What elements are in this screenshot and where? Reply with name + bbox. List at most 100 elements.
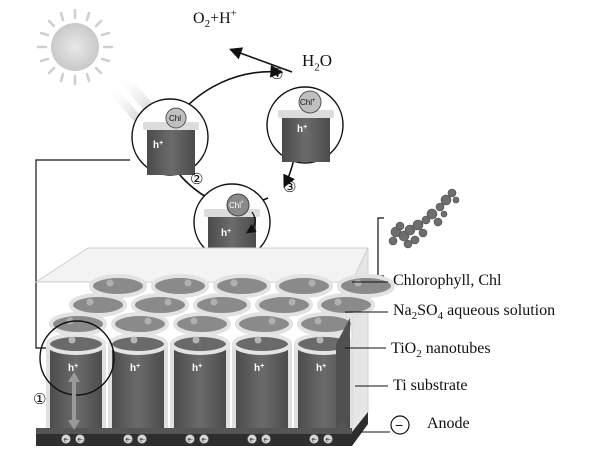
nanotube-wall [226, 344, 230, 430]
chl-star-label: Chl* [229, 201, 244, 210]
nanotube [235, 344, 289, 430]
chl-dot [308, 279, 316, 287]
chl-dot [190, 317, 198, 325]
electron-label: e- [140, 438, 145, 444]
nanotube-wall [46, 344, 50, 430]
chl-dot [334, 298, 342, 306]
charge-separation-arrow [68, 372, 80, 430]
electron [137, 434, 147, 444]
nanotube-opening [170, 333, 230, 355]
nanotube-back [49, 312, 107, 336]
nanotube-wall [294, 344, 298, 430]
electron [323, 434, 333, 444]
chl-dot [86, 298, 94, 306]
hole-label: h+ [68, 363, 78, 375]
nanotube-back [151, 274, 209, 298]
chl-dot [314, 317, 322, 325]
nanotube-back [131, 293, 189, 317]
chl-dot [288, 298, 296, 306]
nanotube-wall [232, 344, 236, 430]
leader-lines [345, 281, 390, 433]
electron-label: e- [78, 438, 83, 444]
nanotube-back [337, 274, 395, 298]
nanotube-side [336, 318, 350, 430]
nanotube-wall [102, 344, 106, 430]
chl-dot [354, 279, 362, 287]
electron-label: e- [126, 438, 131, 444]
electron-label: e- [264, 438, 269, 444]
anode-sign-icon: − [390, 415, 410, 435]
nanotube-back [235, 312, 293, 336]
highlight-circle [39, 320, 115, 396]
ti-substrate [36, 412, 368, 446]
hole-label: h+ [153, 140, 163, 152]
electron [261, 434, 271, 444]
product-label: O2+H+ [193, 7, 237, 31]
hole-label: h+ [316, 363, 326, 375]
chl-dot [68, 336, 76, 344]
electron [75, 434, 85, 444]
anode-label: Anode [427, 415, 470, 432]
electron [185, 434, 195, 444]
svg-text:−: − [395, 417, 403, 433]
hole-label: h+ [221, 228, 231, 240]
nanotube-back [193, 293, 251, 317]
chl-label: Chl [169, 114, 181, 123]
nanotube [111, 344, 165, 430]
chl-plus-label: Chl+ [300, 98, 316, 107]
nanotube-wall [170, 344, 174, 430]
step-4-marker: ④ [270, 66, 283, 83]
nanotube-wall [350, 344, 354, 430]
inset-chl: Chl h+ [131, 98, 209, 176]
nanotube-label: TiO2 nanotubes [391, 340, 491, 361]
electron [247, 434, 257, 444]
nanotube-back [111, 312, 169, 336]
chl-dot [254, 336, 262, 344]
electron-label: e- [312, 438, 317, 444]
nanotube-back [173, 312, 231, 336]
hole-label: h+ [297, 124, 307, 136]
hole-label: h+ [130, 363, 140, 375]
electron [309, 434, 319, 444]
hole-label: h+ [254, 363, 264, 375]
step-1-marker: ① [33, 391, 46, 408]
water-label: H2O [302, 51, 333, 74]
nanotube-back [317, 293, 375, 317]
inset-chl-plus: Chl+ h+ [266, 86, 344, 164]
electron [199, 434, 209, 444]
chl-dot [164, 298, 172, 306]
nanotube-opening [232, 333, 292, 355]
chl-dot [268, 317, 276, 325]
substrate-label: Ti substrate [393, 377, 468, 394]
hole-label: h+ [192, 363, 202, 375]
electron-label: e- [202, 438, 207, 444]
nanotube-back [213, 274, 271, 298]
chl-dot [230, 279, 238, 287]
bracket [377, 217, 384, 277]
sun-icon [36, 8, 114, 86]
nanotube-back [255, 293, 313, 317]
chlorophyll-molecule-icon [388, 188, 460, 249]
nanotube-wall [108, 344, 112, 430]
chl-dot [184, 279, 192, 287]
chlorophyll-label: Chlorophyll, Chl [393, 272, 502, 289]
step-3-marker: ③ [283, 179, 296, 196]
electron-row: e-e-e-e-e-e-e-e-e-e- [61, 434, 333, 444]
nanotube-back [89, 274, 147, 298]
chl-dot [144, 317, 152, 325]
electrolyte-label: Na2SO4 aqueous solution [393, 302, 556, 323]
chl-dot [192, 336, 200, 344]
nanotube-wall [164, 344, 168, 430]
chl-dot [106, 279, 114, 287]
nanotube [173, 344, 227, 430]
electron-label: e- [64, 438, 69, 444]
electron-label: e- [326, 438, 331, 444]
electron-label: e- [188, 438, 193, 444]
nanotube-back [275, 274, 333, 298]
electron [61, 434, 71, 444]
chl-dot [316, 336, 324, 344]
electron [123, 434, 133, 444]
nanotube-opening [46, 333, 106, 355]
nanotube-back [69, 293, 127, 317]
